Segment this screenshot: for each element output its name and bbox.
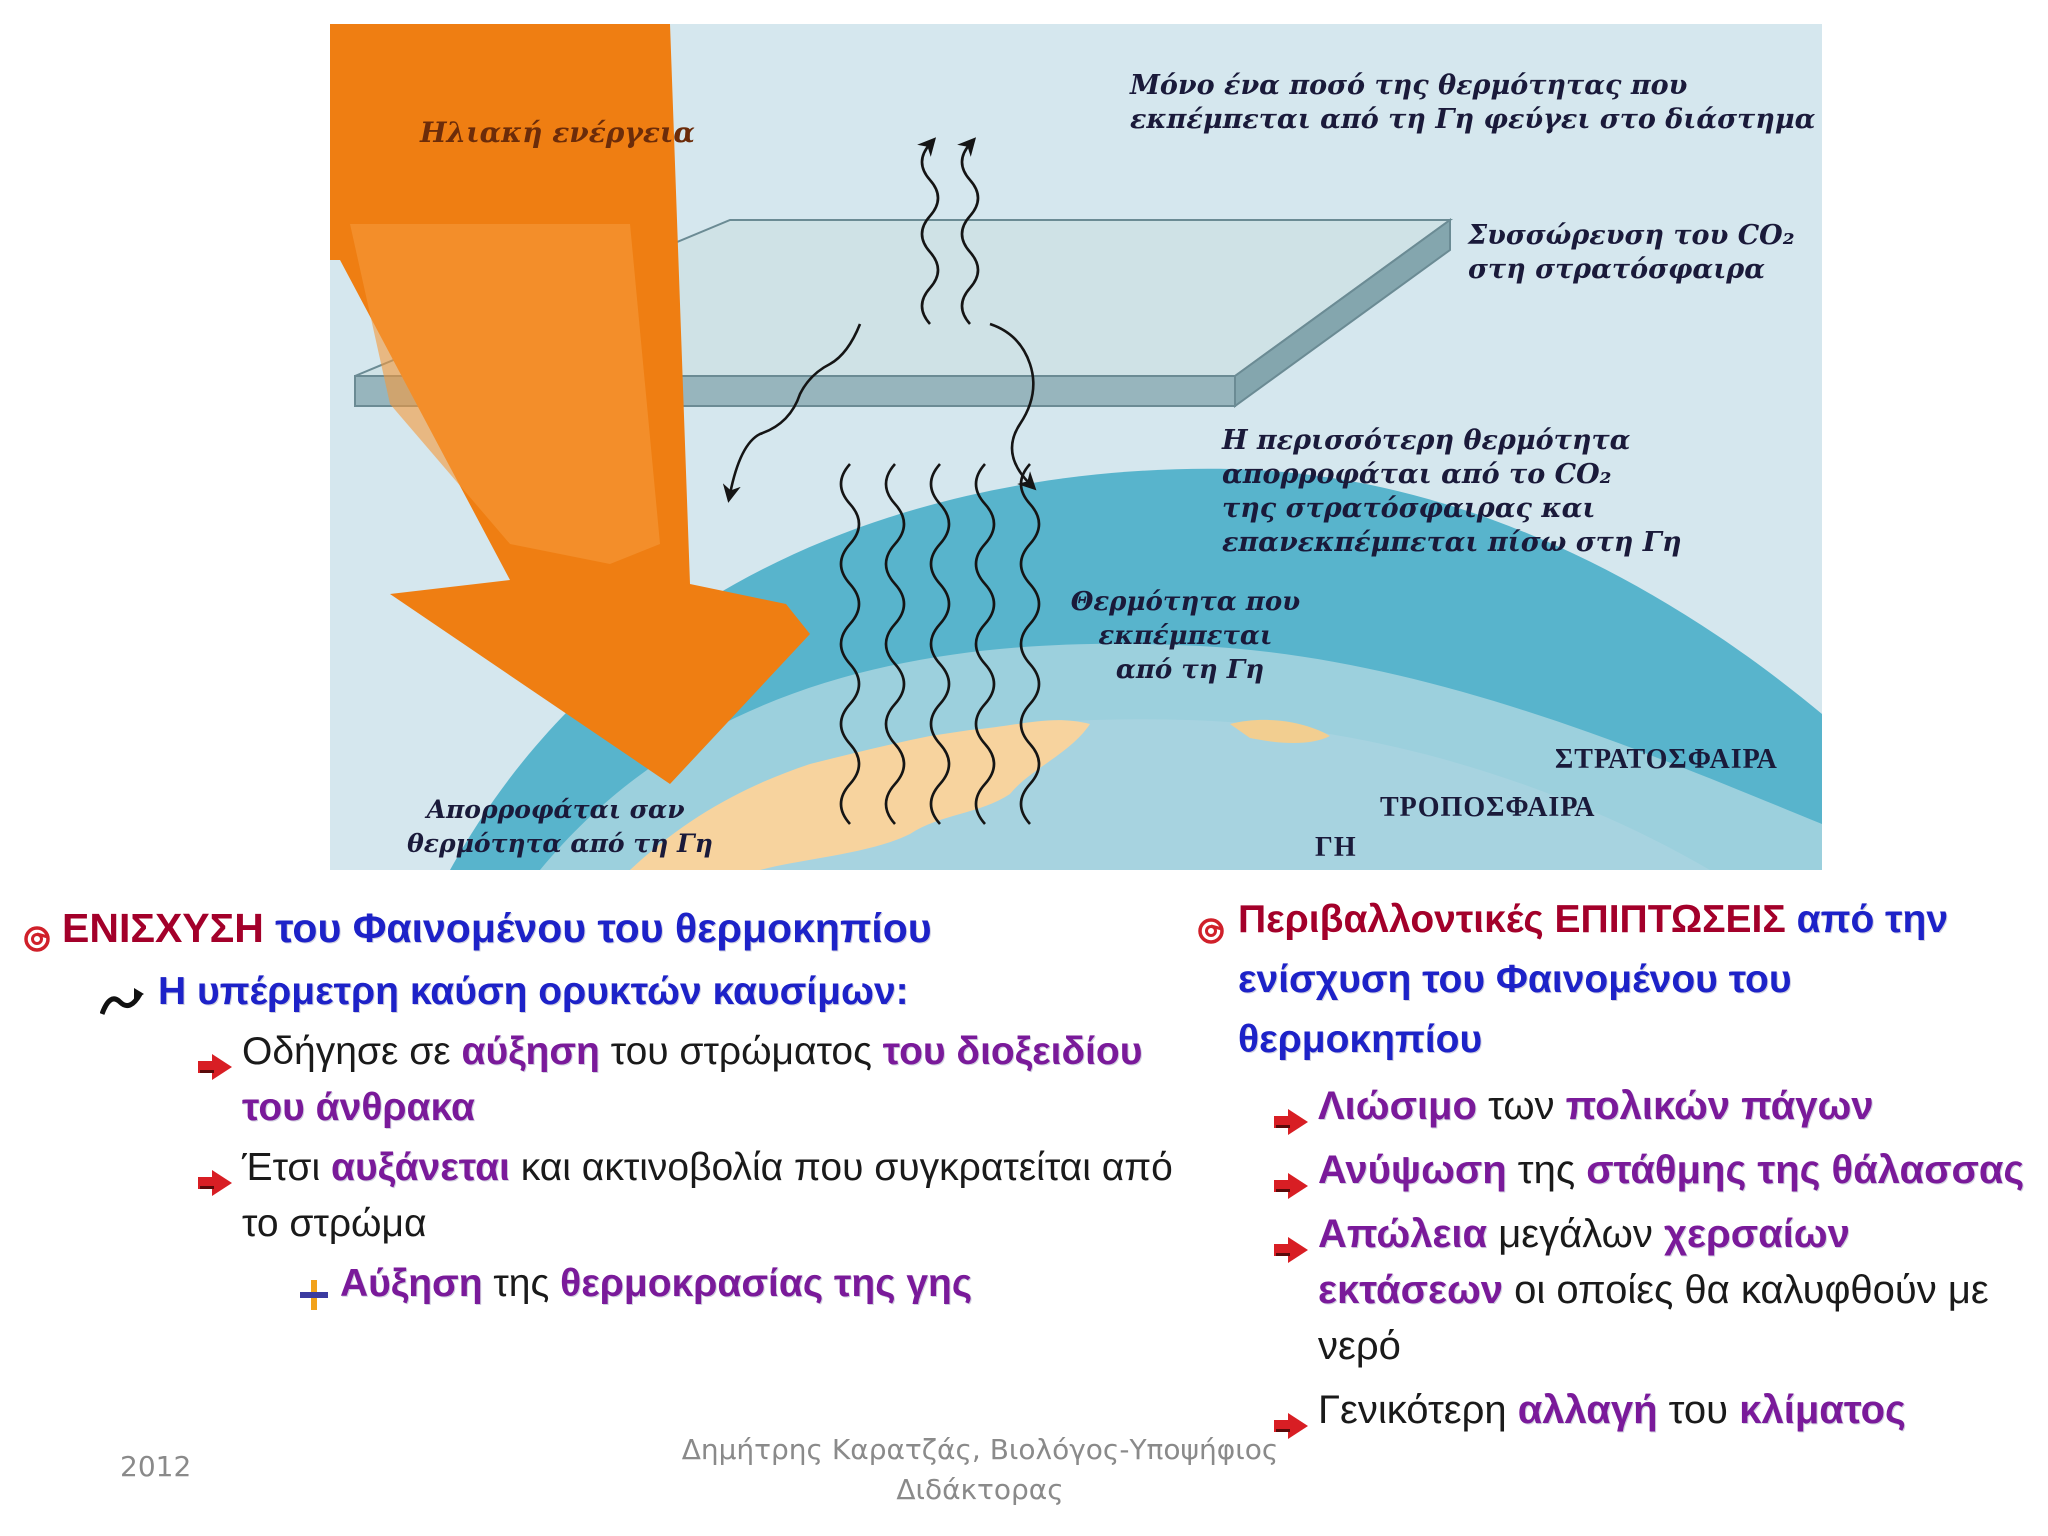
r1-part-b: των [1476,1084,1566,1128]
r4-part-b: αλλαγή [1517,1388,1658,1432]
left-bullet-3: Αύξηση της θερμοκρασίας της γης [296,1256,1198,1312]
r3-part-d: οι οποίες θα καλυφθούν με νερό [1318,1268,1989,1368]
r4-part-a: Γενικότερη [1318,1388,1518,1432]
heat-wave-2 [884,463,906,825]
right-heading-rest: από την ενίσχυση του Φαινομένου του θερμ… [1238,898,1949,1061]
footer-author-line: Δημήτρης Καρατζάς, Βιολόγος-Υποψήφιος [681,1433,1279,1466]
b1-part-a: Οδήγησε σε [242,1030,462,1073]
swirl-bullet-icon [22,910,52,970]
right-bullet-2: Ανύψωση της στάθμης της θάλασσας [1274,1142,2036,1199]
b1-part-c: του στρώματος [599,1030,883,1073]
left-column: ΕΝΙΣΧΥΣΗ του Φαινομένου του θερμοκηπίου … [18,898,1198,1312]
earth-emits-line: εκπέμπεται [1098,621,1272,651]
left-heading-emphasis: ΕΝΙΣΧΥΣΗ [62,905,264,951]
plus-arrow-icon [300,1270,330,1326]
right-heading-part-a: Περιβαλλοντικές [1238,898,1555,941]
b1-part-d: του διοξειδίου του άνθρακα [242,1030,1143,1129]
re-emitted-label: Η περισσότερη θερμότητα απορροφάται από … [1221,425,1682,558]
stratosphere-label: ΣΤΡΑΤΟΣΦΑΙΡΑ [1555,744,1778,775]
heat-wave-1 [839,463,861,825]
r3-part-a: Απώλεια [1318,1212,1488,1256]
earth-label: ΓΗ [1315,832,1357,863]
absorbed-line: θερμότητα από τη Γη [407,829,713,858]
solar-arrow-highlight [350,224,660,564]
right-heading-emphasis: ΕΠΙΠΤΩΣΕΙΣ [1554,898,1786,941]
co2-accumulation-label: Συσσώρευση του CO₂ στη στρατόσφαιρα [1467,220,1804,285]
r2-part-c: στάθμης της θάλασσας [1586,1148,2025,1192]
r2-part-b: της [1506,1148,1587,1192]
b2-part-b: αυξάνεται [331,1146,510,1189]
left-bullet-1: Οδήγησε σε αύξηση του στρώματος του διοξ… [198,1024,1198,1136]
co2-plate-side [1234,218,1451,408]
r3-part-b: μεγάλων [1487,1212,1664,1256]
red-arrow-icon [1274,1094,1308,1150]
escape-wave-2 [957,137,980,325]
red-arrow-icon [1274,1222,1308,1278]
b3-part-a: Αύξηση [340,1262,483,1305]
earth-emits-line: Θερμότητα που [1071,587,1300,617]
heat-wave-4 [974,463,996,825]
b2-part-a: Έτσι [242,1146,332,1189]
escape-label-line: εκπέμπεται από τη Γη φεύγει στο διάστημα [1130,104,1816,135]
left-heading: ΕΝΙΣΧΥΣΗ του Φαινομένου του θερμοκηπίου [18,898,1198,958]
r1-part-c: πολικών πάγων [1565,1084,1874,1128]
absorbed-line: Απορροφάται σαν [425,795,685,824]
left-subheading-text: Η υπέρμετρη καύση ορυκτών καυσίμων: [158,970,909,1013]
footer-author: Δημήτρης Καρατζάς, Βιολόγος-Υποψήφιος Δι… [620,1430,1340,1510]
greenhouse-diagram: Ηλιακή ενέργεια Μόνο ένα ποσό της θερμότ… [330,24,1822,870]
heat-wave-3 [929,463,951,825]
footer-year: 2012 [120,1450,192,1483]
right-heading: Περιβαλλοντικές ΕΠΙΠΤΩΣΕΙΣ από την ενίσχ… [1196,890,2036,1070]
red-arrow-icon [1274,1398,1308,1454]
left-subheading: Η υπέρμετρη καύση ορυκτών καυσίμων: [99,964,1198,1020]
left-bullet-2: Έτσι αυξάνεται και ακτινοβολία που συγκρ… [198,1140,1198,1252]
r1-part-a: Λιώσιμο [1318,1084,1477,1128]
right-bullet-3: Απώλεια μεγάλων χερσαίων εκτάσεων οι οπο… [1274,1206,2036,1374]
right-column: Περιβαλλοντικές ΕΠΙΠΤΩΣΕΙΣ από την ενίσχ… [1196,890,2036,1439]
right-bullet-1: Λιώσιμο των πολικών πάγων [1274,1078,2036,1135]
returning-wave-left [722,323,862,503]
re-emitted-line: της στρατόσφαιρας και [1222,493,1595,524]
b3-part-c: θερμοκρασίας της γης [560,1262,973,1305]
r4-part-d: κλίματος [1739,1388,1906,1432]
footer-author-line: Διδάκτορας [896,1473,1064,1506]
escape-label-line: Μόνο ένα ποσό της θερμότητας που [1129,70,1688,101]
b1-part-b: αύξηση [461,1030,600,1073]
re-emitted-line: απορροφάται από το CO₂ [1222,459,1611,490]
r3-part-c: χερσαίων εκτάσεων [1318,1212,1850,1312]
solar-energy-label: Ηλιακή ενέργεια [419,116,695,149]
red-arrow-icon [1274,1158,1308,1214]
land-mass [630,720,1090,870]
red-arrow-icon [198,1040,232,1096]
right-bullet-4: Γενικότερη αλλαγή του κλίματος [1274,1382,2036,1439]
left-heading-rest: του Φαινομένου του θερμοκηπίου [275,905,932,951]
r4-part-c: του [1657,1388,1740,1432]
b3-part-b: της [482,1262,561,1305]
escape-label: Μόνο ένα ποσό της θερμότητας που εκπέμπε… [1129,70,1816,135]
absorbed-label: Απορροφάται σαν θερμότητα από τη Γη [407,795,713,858]
squiggle-arrow-icon [99,978,146,1034]
red-arrow-icon [198,1156,232,1212]
re-emitted-line: Η περισσότερη θερμότητα [1221,425,1631,456]
co2-label-line: Συσσώρευση του CO₂ [1467,220,1795,251]
re-emitted-line: επανεκπέμπεται πίσω στη Γη [1222,527,1682,558]
earth-emits-label: Θερμότητα που εκπέμπεται από τη Γη [1071,587,1310,685]
land-island [1230,719,1330,743]
heat-wave-5 [1019,463,1041,825]
escape-wave-1 [917,137,940,325]
r2-part-a: Ανύψωση [1318,1148,1507,1192]
swirl-bullet-icon [1196,904,1226,964]
earth-emits-line: από τη Γη [1116,655,1264,685]
returning-wave-right [989,322,1037,491]
troposphere-label: ΤΡΟΠΟΣΦΑΙΡΑ [1380,792,1596,823]
co2-label-line: στη στρατόσφαιρα [1468,254,1765,285]
b2-part-c: και ακτινοβολία που συγκρατείται από το … [242,1146,1173,1245]
